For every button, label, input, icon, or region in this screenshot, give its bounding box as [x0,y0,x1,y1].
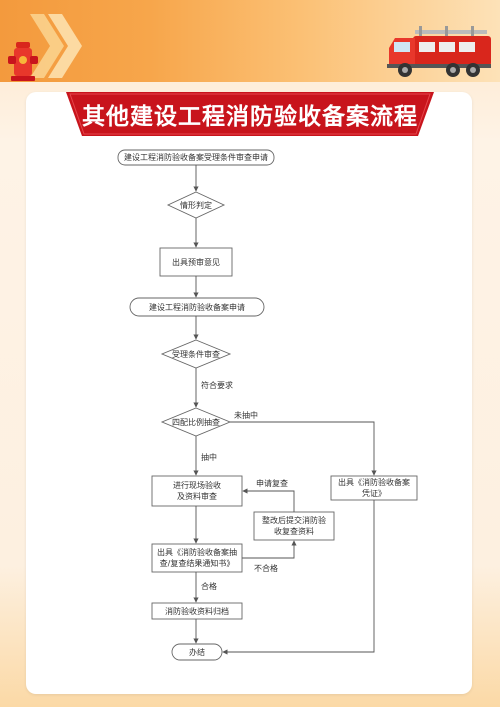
node-n1-label: 建设工程消防验收备案受理条件审查申请 [124,153,268,162]
edge-n10-n9 [242,540,297,559]
node-n5-label: 受理条件审查 [172,349,220,359]
edge-label-pass: 合格 [201,582,217,591]
flowchart-card [26,92,472,694]
node-n3-label: 出具预审意见 [172,257,220,267]
node-n11-label: 消防验收资料归档 [165,606,229,616]
node-n10 [151,543,243,573]
node-n3 [159,247,233,277]
page-title: 其他建设工程消防验收备案流程 [82,104,418,130]
node-n6-label: 四配比例抽查 [172,417,220,427]
node-n8-label: 出具《消防验收备案凭证》 [338,478,410,498]
edge-label-fail: 不合格 [254,564,278,573]
edge-n9-n7 [242,488,295,512]
node-n9 [253,511,335,541]
node-n10-label: 出具《消防验收备案抽查/复查结果通知书》 [157,548,237,568]
node-n4 [129,297,265,317]
edge-n6-n8 [230,421,377,476]
edge-n8-n12 [222,500,375,655]
node-n8 [330,475,418,501]
title-ribbon [66,92,434,136]
node-n11 [151,602,243,620]
edge-label-apply-recheck: 申请复查 [256,479,288,488]
chevron-icon [30,14,82,78]
node-n2-label: 情形判定 [180,200,212,210]
edge-label-not-selected: 未抽中 [234,411,258,420]
node-n7-label: 进行现场验收及资料审查 [173,481,221,501]
fire-hydrant-icon [8,42,38,81]
node-n7 [151,475,243,507]
node-n12-label: 办结 [189,647,205,657]
node-n9-label: 整改后提交消防验收复查资料 [262,516,326,536]
edge-label-selected: 抽中 [201,453,217,462]
edge-label-meets: 符合要求 [201,381,233,390]
node-n4-label: 建设工程消防验收备案申请 [149,302,245,312]
fire-truck-icon [387,26,491,77]
node-n12 [171,643,223,661]
